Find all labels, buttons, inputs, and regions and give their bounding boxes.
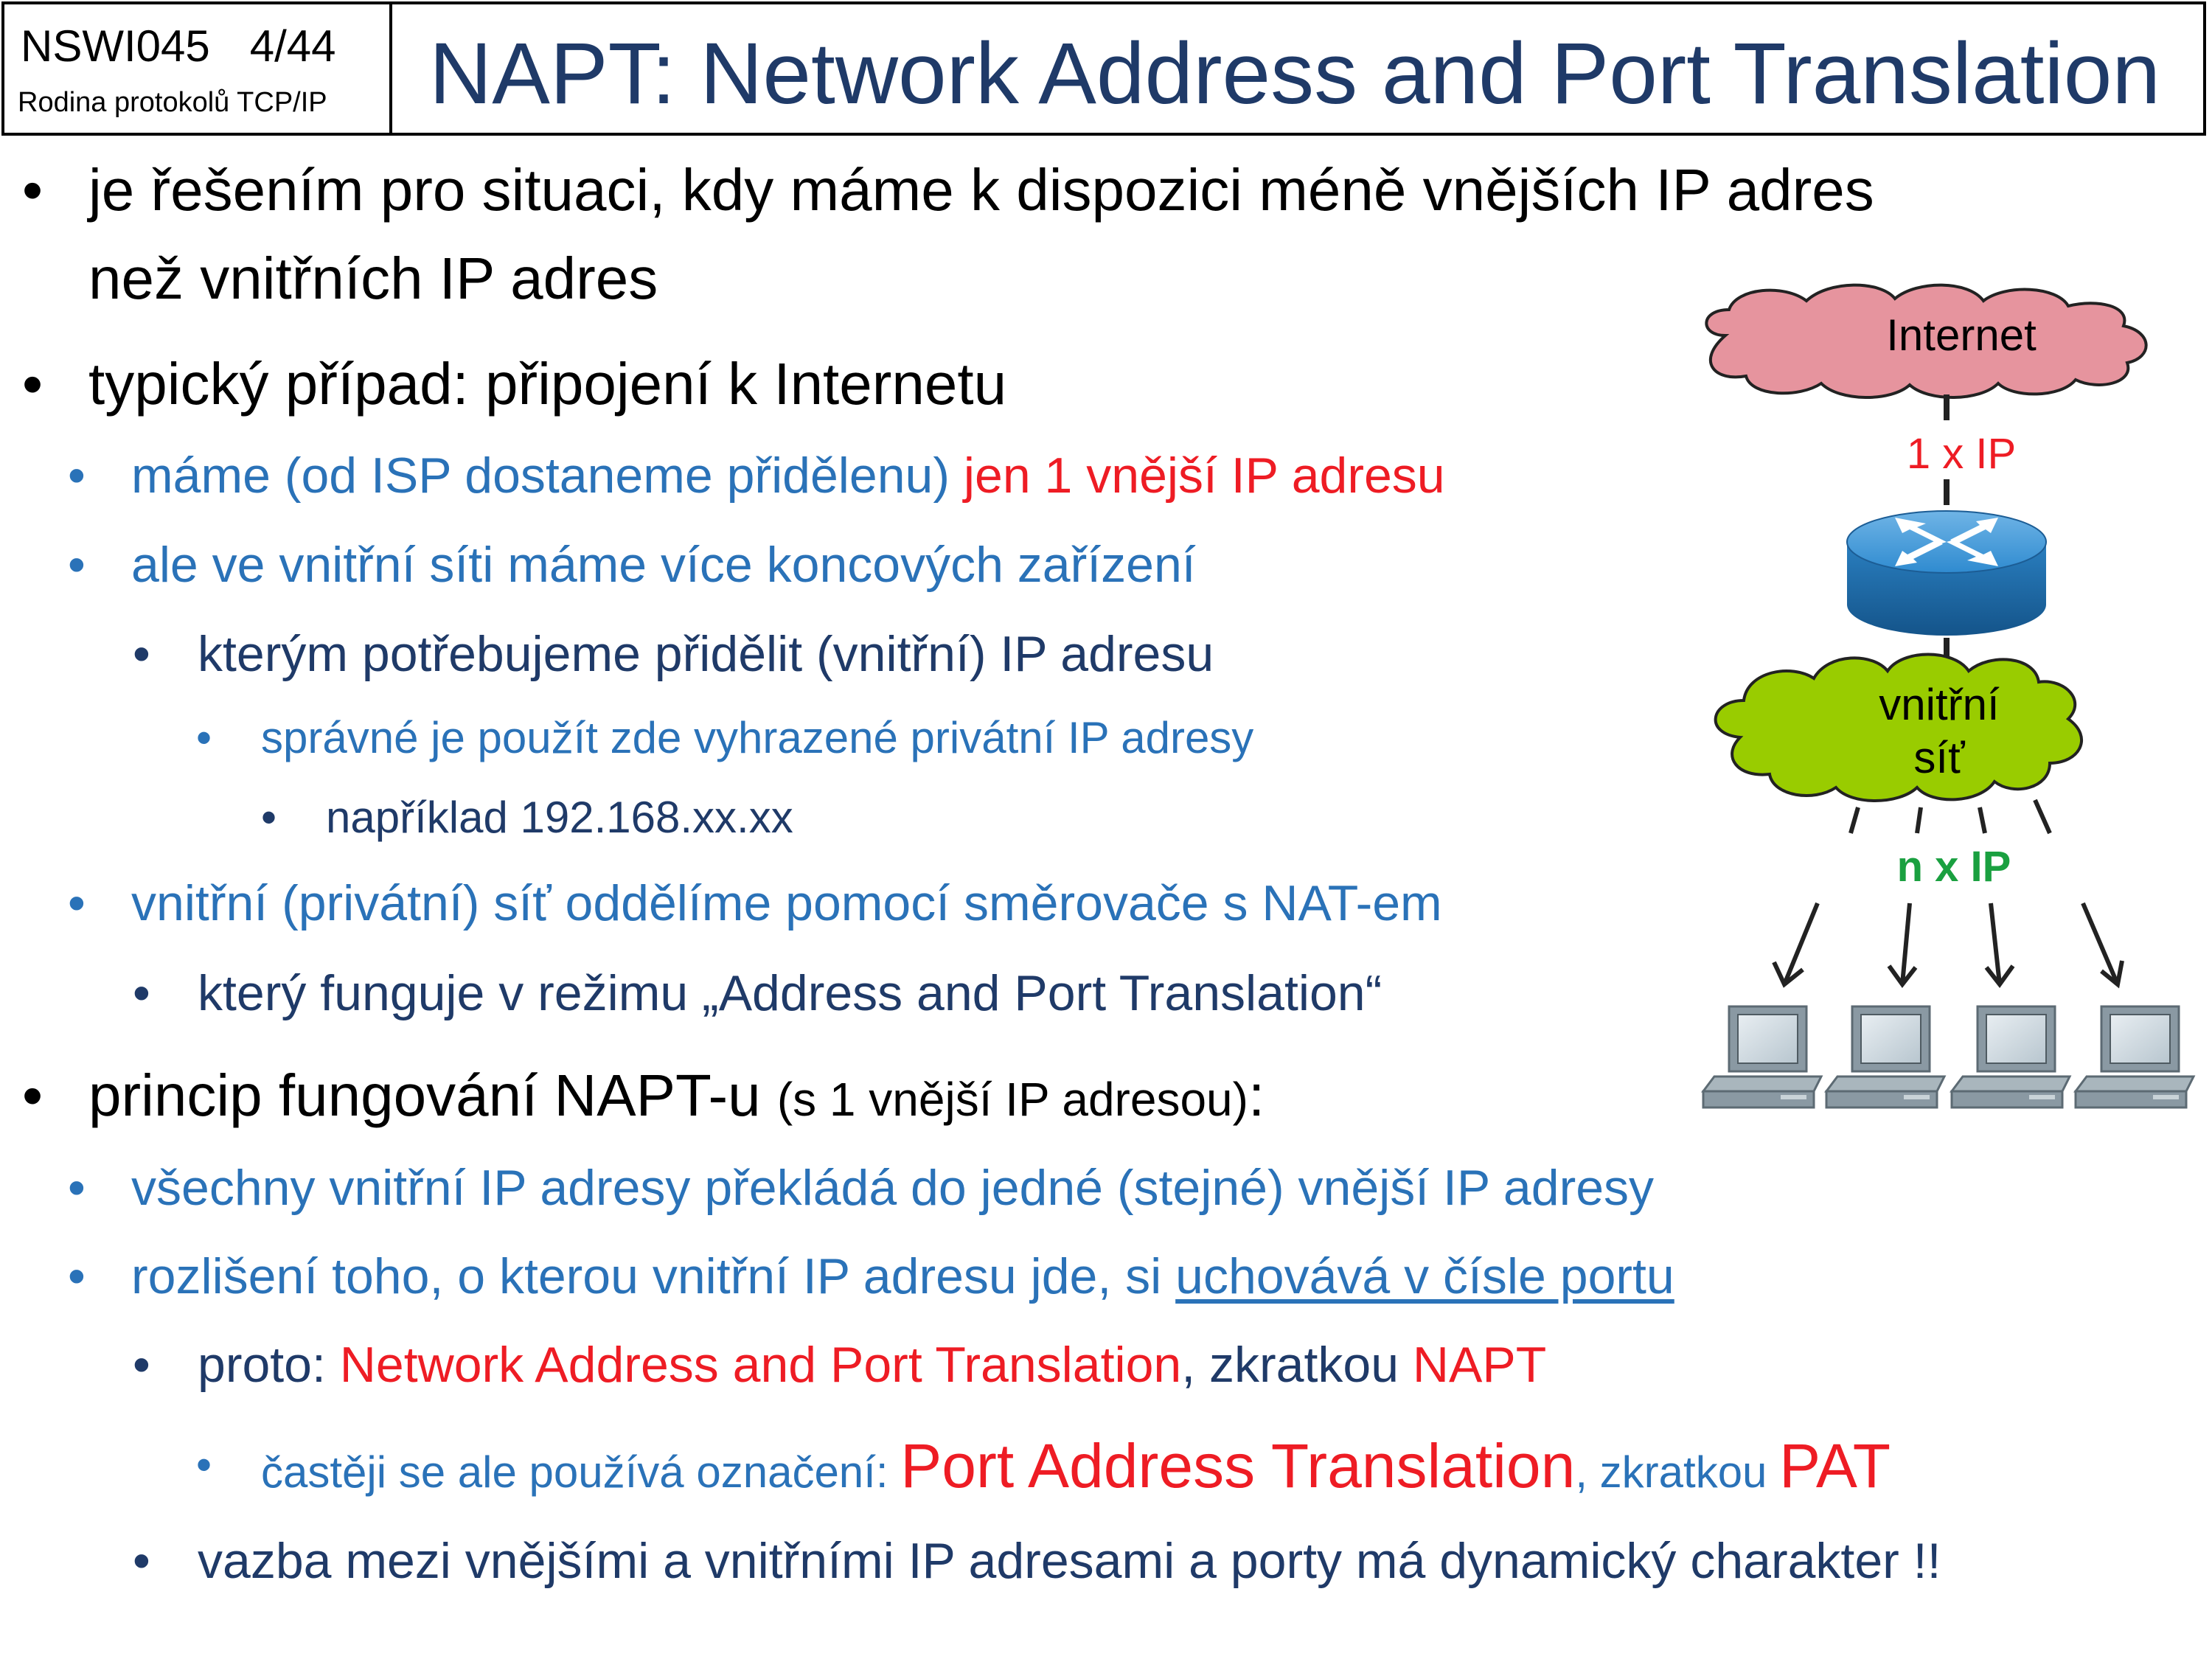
pc-icons [1701,1005,2195,1109]
bullet-2-2: ale ve vnitřní síti máme více koncových … [131,537,1196,593]
bullet-3-2-underlined: uchovává v čísle portu [1175,1248,1674,1304]
diagram-graphics [1701,283,2195,1109]
bullet-3-1: všechny vnitřní IP adresy překládá do je… [131,1160,1655,1216]
bullet-dot: • [133,1337,150,1393]
bullet-3-2-1-text-2: , zkratkou [1181,1337,1413,1393]
bullet-3-2-1-text: proto: [198,1337,340,1393]
bullet-dot: • [68,1160,86,1216]
bullet-dot: • [196,713,212,762]
header-title-box: NAPT: Network Address and Port Translati… [389,1,2206,136]
inner-links [1782,799,2120,986]
bullet-2-1-highlight: jen 1 vnější IP adresu [963,448,1445,504]
pat-full-name: Port Address Translation [900,1431,1576,1500]
bullet-dot: • [22,1062,44,1128]
bullet-3-2: rozlišení toho, o kterou vnitřní IP adre… [131,1248,1674,1305]
napt-full-name: Network Address and Port Translation [339,1337,1182,1393]
bullet-2: typický případ: připojení k Internetu [88,351,1007,417]
pc-icon [1950,1005,2071,1109]
bullet-dot: • [22,157,44,223]
bullet-1-line-2: než vnitřních IP adres [88,246,658,311]
bullet-2-2-1: kterým potřebujeme přidělit (vnitřní) IP… [198,626,1214,682]
bullet-3-2-2: vazba mezi vnějšími a vnitřními IP adres… [198,1533,1941,1589]
bullet-2-1: máme (od ISP dostaneme přidělenu) jen 1 … [131,447,1445,504]
bullet-2-3: vnitřní (privátní) síť oddělíme pomocí s… [131,875,1442,931]
arrow-heads [1772,960,2124,989]
internet-cloud [1705,283,2148,399]
inner-network-label-line-2: síť [1913,733,1965,782]
inner-network-label: vnitřní síť [1829,678,2050,785]
bullet-dot: • [133,626,150,682]
bullet-dot: • [68,537,86,593]
bullet-1-line-1: je řešením pro situaci, kdy máme k dispo… [88,157,1874,223]
bullet-3-2-1-1: častěji se ale používá označení: Port Ad… [261,1430,1891,1502]
internet-label: Internet [1886,310,2037,360]
napt-abbr: NAPT [1412,1337,1547,1393]
bullet-3-text: princip fungování NAPT-u [88,1062,777,1128]
bullet-3-colon: : [1248,1062,1265,1128]
bullet-2-2-1-1-1: například 192.168.xx.xx [326,793,793,842]
slide-title: NAPT: Network Address and Port Translati… [429,25,2160,122]
bullet-2-2-1-1: správné je použít zde vyhrazené privátní… [261,713,1254,762]
bullet-3-2-1-1-text: častěji se ale používá označení: [261,1447,901,1497]
course-id: NSWI045 [21,21,210,71]
bullet-dot: • [68,1248,86,1304]
bullet-dot: • [196,1440,212,1489]
bullet-dot: • [261,793,277,842]
course-subtitle: Rodina protokolů TCP/IP [18,87,327,118]
inner-ip-label: n x IP [1896,843,2011,891]
bullet-dot: • [68,875,86,931]
inner-network-cloud [1714,653,2083,802]
course-code: NSWI045 4/44 [21,21,336,72]
bullet-dot: • [133,965,150,1021]
bullet-3-2-1-1-text-2: , zkratkou [1575,1447,1780,1497]
bullet-2-3-1: který funguje v režimu „Address and Port… [198,965,1382,1021]
outer-ip-label: 1 x IP [1906,430,2017,478]
bullet-dot: • [22,351,44,417]
bullet-dot: • [133,1533,150,1589]
bullet-2-1-text: máme (od ISP dostaneme přidělenu) [131,448,964,504]
bullet-3-2-text: rozlišení toho, o kterou vnitřní IP adre… [131,1248,1176,1304]
bullet-3: princip fungování NAPT-u (s 1 vnější IP … [88,1062,1265,1130]
inner-network-label-line-1: vnitřní [1879,680,2000,729]
slide-number: 4/44 [249,21,336,71]
bullet-3-note: (s 1 vnější IP adresou) [776,1073,1248,1126]
pat-abbr: PAT [1779,1431,1891,1500]
pc-icon [1825,1005,1946,1109]
bullet-3-2-1: proto: Network Address and Port Translat… [198,1336,1546,1394]
bullet-dot: • [68,448,86,504]
header-course-box: NSWI045 4/44 Rodina protokolů TCP/IP [1,1,392,136]
router-icon [1846,510,2047,636]
pc-icon [2074,1005,2195,1109]
pc-icon [1701,1005,1823,1109]
